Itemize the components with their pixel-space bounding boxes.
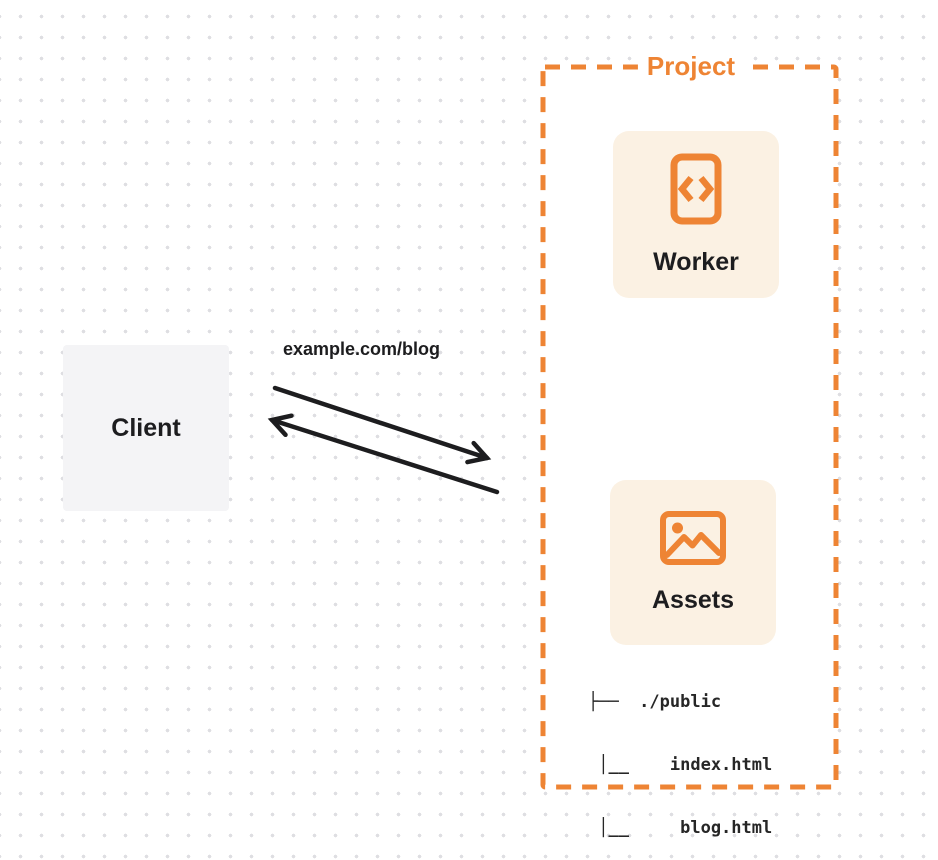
client-label: Client <box>111 413 181 442</box>
file-tree-item: │__ blog.html <box>588 818 773 838</box>
request-response-arrows <box>267 385 500 495</box>
worker-node: Worker <box>613 131 779 298</box>
response-arrow <box>269 417 500 495</box>
image-icon <box>660 510 726 565</box>
assets-file-tree: ├── ./public │__ index.html │__ blog.htm… <box>588 650 772 860</box>
file-tree-root: ├── ./public <box>588 692 722 712</box>
assets-node: Assets <box>610 480 776 645</box>
file-tree-item: │__ index.html <box>588 755 773 775</box>
request-arrowhead <box>465 440 492 465</box>
response-arrowhead <box>267 413 294 438</box>
project-label: Project <box>637 51 745 81</box>
client-node: Client <box>63 345 229 511</box>
request-arrow <box>272 385 490 461</box>
request-url-label: example.com/blog <box>283 339 441 359</box>
worker-label: Worker <box>653 247 739 276</box>
assets-label: Assets <box>652 585 734 614</box>
code-file-icon <box>670 153 722 225</box>
